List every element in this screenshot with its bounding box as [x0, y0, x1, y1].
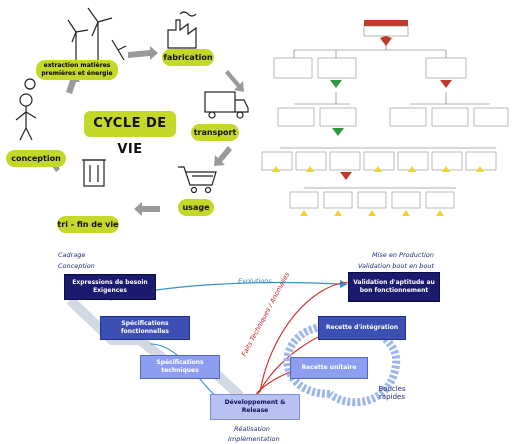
box-validation: Validation d'aptitude au bon fonctionnem… [348, 272, 440, 302]
box-spec-fonctionnelles: Spécifications fonctionnelles [100, 316, 190, 340]
box-recette-unitaire: Recette unitaire [290, 357, 368, 379]
box-exigences: Expressions de besoin Exigences [64, 274, 156, 300]
factory-icon [167, 11, 197, 49]
label-cadrage: Cadrage [58, 251, 86, 259]
fault-tree-gates [272, 36, 484, 216]
fault-tree-diagram [261, 20, 509, 216]
box-developpement: Développement & Release [210, 394, 300, 420]
lifecycle-title: CYCLE DE VIE [84, 111, 176, 157]
label-boucles-rapides: Boucles rapides [378, 385, 406, 401]
box-spec-techniques: Spécifications techniques [140, 355, 220, 379]
fault-tree-top-event [363, 20, 409, 37]
label-implementation: Implémentation [228, 435, 280, 443]
shopping-cart-icon [178, 166, 217, 194]
usage-label: usage [178, 199, 214, 216]
transport-label: transport [191, 124, 239, 141]
fabrication-label: fabrication [162, 49, 214, 66]
thinking-person-icon [15, 78, 37, 141]
label-mise-en-production: Mise en Production [372, 251, 434, 259]
label-evolutions: Evolutions [238, 277, 272, 285]
fault-tree-level-1 [273, 57, 467, 79]
trash-bin-icon [82, 159, 106, 187]
fault-tree-level-3 [261, 151, 497, 171]
extraction-label: extraction matières premières et énergie [36, 60, 118, 80]
truck-icon [204, 91, 249, 119]
label-validation-bout-en-bout: Validation bout en bout [358, 262, 435, 270]
end-of-life-label: tri - fin de vie [57, 216, 119, 233]
label-realisation: Réalisation [234, 425, 270, 433]
conception-label: conception [6, 150, 66, 167]
wind-turbine-icon [67, 7, 127, 61]
fault-tree-level-2 [277, 107, 509, 127]
label-conception: Conception [58, 262, 95, 270]
fault-tree-level-4 [289, 191, 455, 209]
box-recette-integration: Recette d'intégration [318, 316, 406, 340]
